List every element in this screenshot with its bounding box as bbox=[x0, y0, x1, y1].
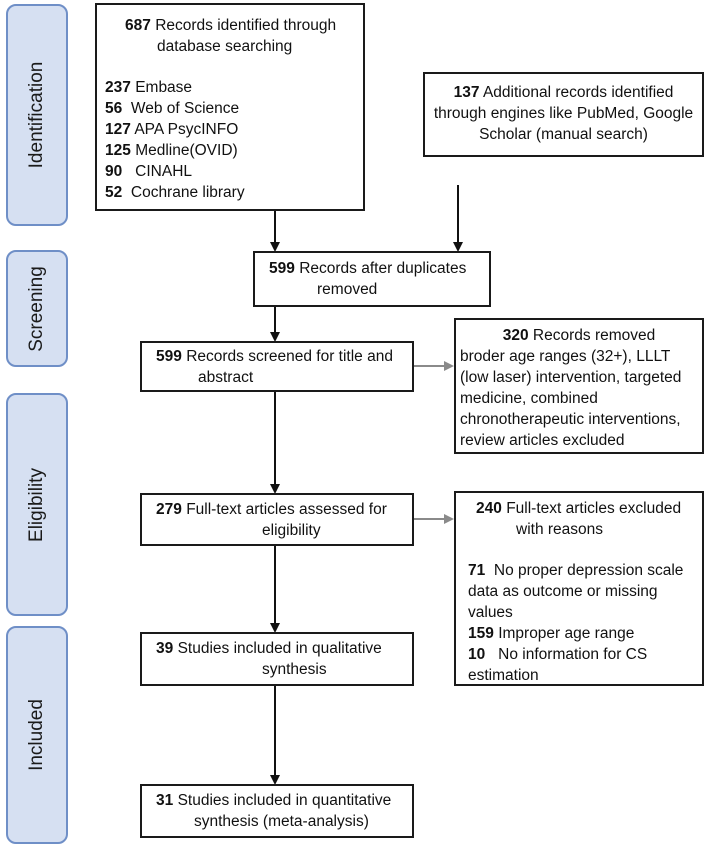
phase-eligibility: Eligibility bbox=[6, 393, 68, 616]
source-cochrane: 52 Cochrane library bbox=[105, 184, 245, 201]
source-embase: 237 Embase bbox=[105, 79, 193, 96]
reason-age-range: 159 Improper age range bbox=[468, 625, 635, 642]
source-cinahl: 90 CINAHL bbox=[105, 163, 193, 180]
box-additional-records: 137 Additional records identified throug… bbox=[423, 72, 704, 157]
source-medline: 125 Medline(OVID) bbox=[105, 142, 238, 159]
source-web-of-science: 56 Web of Science bbox=[105, 100, 240, 117]
reason-depression-scale: 71 No proper depression scale bbox=[468, 562, 684, 579]
box-records-identified: 687 Records identified through database … bbox=[95, 3, 365, 211]
box-after-duplicates: 599 Records after duplicates removed bbox=[253, 251, 491, 307]
box-records-removed: 320 Records removed broder age ranges (3… bbox=[454, 318, 704, 454]
box-records-screened: 599 Records screened for title and abstr… bbox=[140, 341, 414, 392]
reason-cs-estimation: 10 No information for CS bbox=[468, 646, 648, 663]
identified-heading: 687 Records identified through bbox=[125, 17, 337, 34]
phase-identification: Identification bbox=[6, 4, 68, 226]
box-fulltext-excluded: 240 Full-text articles excluded with rea… bbox=[454, 491, 704, 686]
source-apa-psycinfo: 127 APA PsycINFO bbox=[105, 121, 239, 138]
box-quantitative-synthesis: 31 Studies included in quantitative synt… bbox=[140, 784, 414, 838]
phase-included: Included bbox=[6, 626, 68, 844]
box-fulltext-assessed: 279 Full-text articles assessed for elig… bbox=[140, 493, 414, 546]
box-qualitative-synthesis: 39 Studies included in qualitative synth… bbox=[140, 632, 414, 686]
phase-screening: Screening bbox=[6, 250, 68, 367]
